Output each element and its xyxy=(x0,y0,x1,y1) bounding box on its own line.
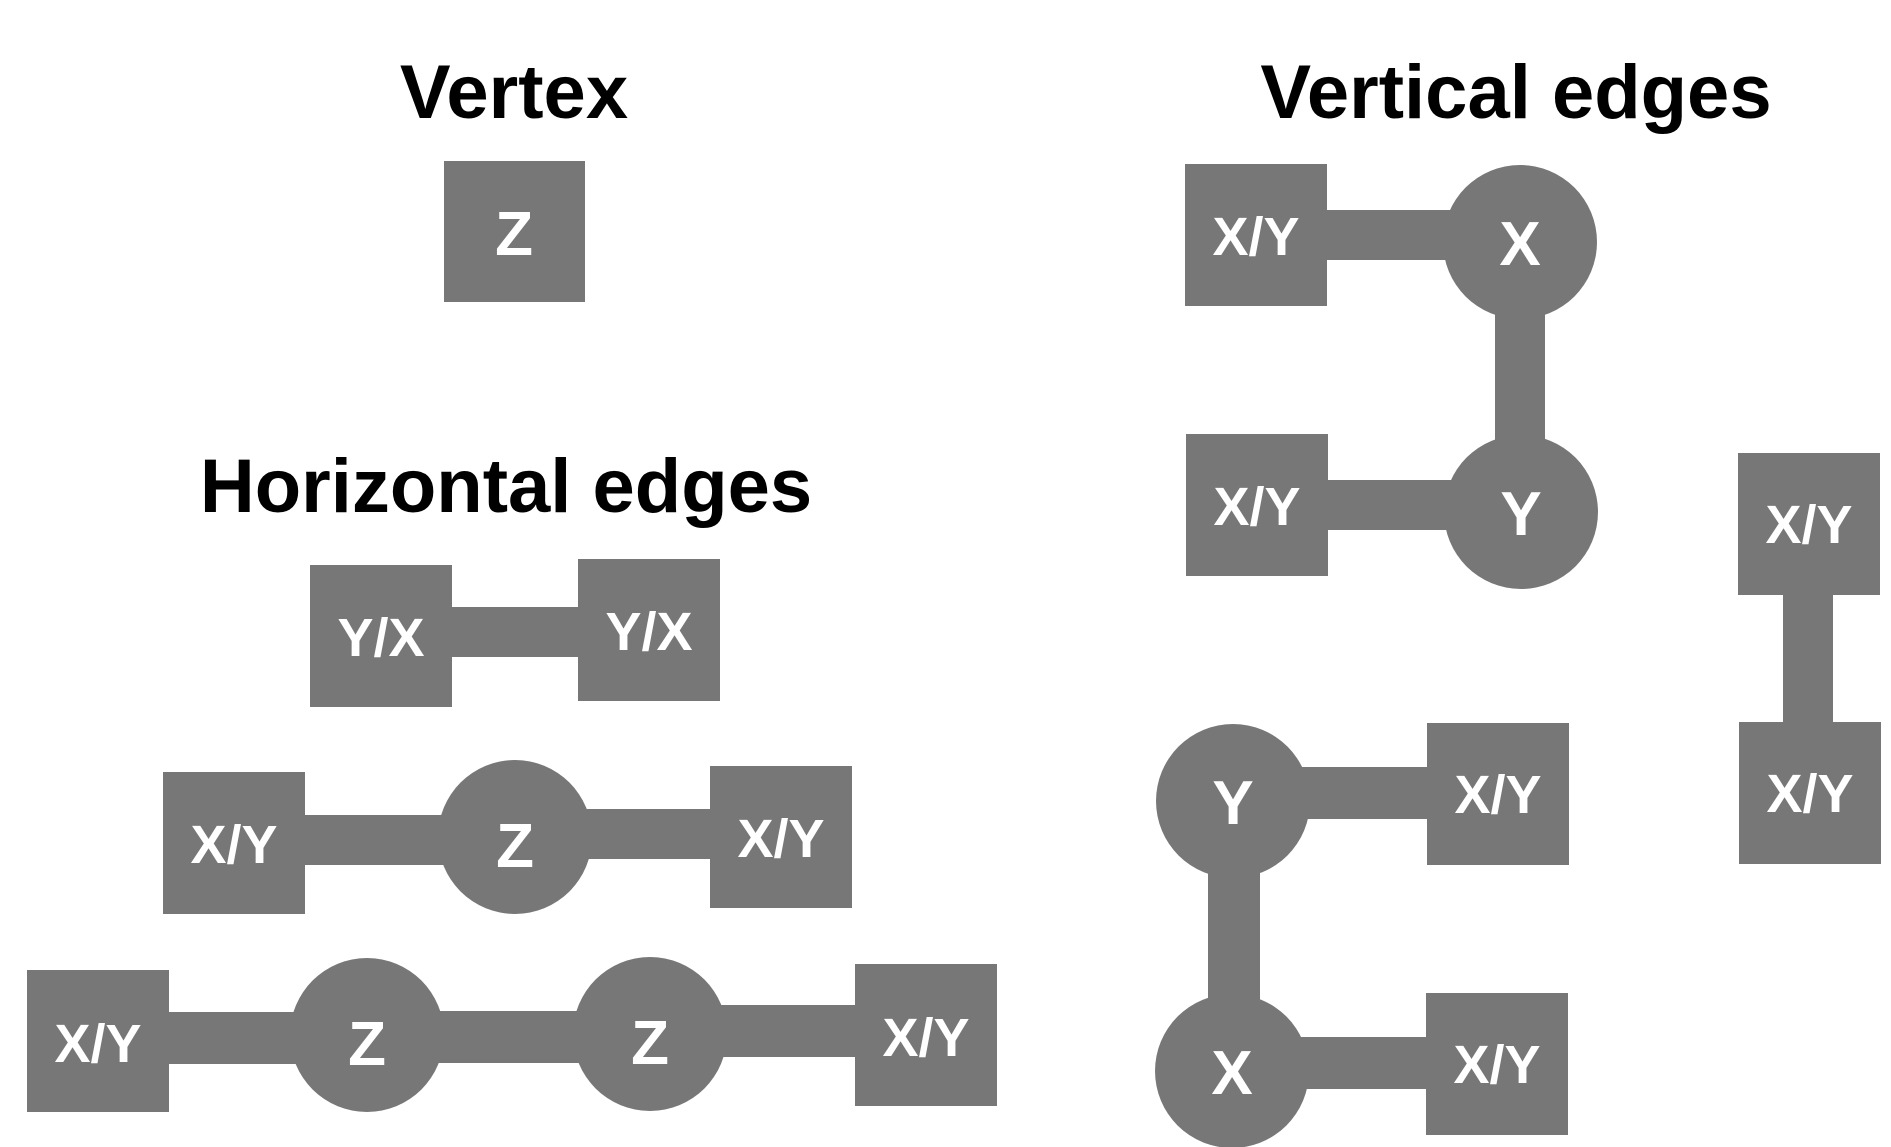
node-label: X/Y xyxy=(1212,207,1299,267)
edge-bar xyxy=(1783,580,1833,740)
edge-bar xyxy=(1290,1037,1450,1089)
square-node xyxy=(1426,993,1568,1135)
node-label: X xyxy=(1499,210,1540,279)
circle-node xyxy=(290,958,444,1112)
vertical-edge-group-top: X/Y X X/Y Y xyxy=(1185,164,1598,589)
edge-bar xyxy=(425,1011,595,1063)
square-node xyxy=(1738,453,1880,595)
circle-node xyxy=(438,760,592,914)
edge-bar xyxy=(1495,310,1545,460)
node-label: Y/X xyxy=(605,602,692,662)
square-node xyxy=(310,565,452,707)
edge-bar xyxy=(1290,767,1450,819)
node-label: Y xyxy=(1500,480,1541,549)
title-vertex: Vertex xyxy=(400,50,628,135)
square-node xyxy=(855,964,997,1106)
circle-node xyxy=(1156,724,1310,878)
node-label: X xyxy=(1211,1039,1252,1108)
node-label: Z xyxy=(631,1009,669,1078)
node-label: Y/X xyxy=(337,608,424,668)
horizontal-edge-row-1: Y/X Y/X xyxy=(310,559,720,707)
node-label: X/Y xyxy=(1454,765,1541,825)
circle-node xyxy=(1444,435,1598,589)
square-node xyxy=(27,970,169,1112)
node-label: Z xyxy=(496,812,534,881)
horizontal-edge-row-3: X/Y Z Z X/Y xyxy=(27,957,997,1112)
square-node xyxy=(1427,723,1569,865)
node-label: X/Y xyxy=(882,1008,969,1068)
node-label: X/Y xyxy=(1453,1035,1540,1095)
vertex-square-label: Z xyxy=(495,200,533,269)
horizontal-edge-row-2: X/Y Z X/Y xyxy=(163,760,852,914)
node-label: X/Y xyxy=(1213,477,1300,537)
edge-bar xyxy=(440,607,590,657)
node-label: X/Y xyxy=(737,809,824,869)
square-node xyxy=(578,559,720,701)
square-node xyxy=(710,766,852,908)
vertical-edge-group-right: X/Y X/Y xyxy=(1738,453,1881,864)
circle-node xyxy=(1443,165,1597,319)
circle-node xyxy=(1155,994,1309,1147)
node-label: X/Y xyxy=(54,1014,141,1074)
circle-node xyxy=(573,957,727,1111)
node-label: X/Y xyxy=(190,815,277,875)
node-label: Y xyxy=(1212,769,1253,838)
square-node xyxy=(163,772,305,914)
square-node xyxy=(1739,722,1881,864)
node-label: X/Y xyxy=(1765,495,1852,555)
edge-bar xyxy=(710,1005,880,1057)
square-node xyxy=(1185,164,1327,306)
vertex-example: Z xyxy=(444,161,585,302)
vertex-square-node xyxy=(444,161,585,302)
edge-bar xyxy=(1208,860,1260,1020)
node-label: Z xyxy=(348,1010,386,1079)
vertical-edge-group-bottom: Y X/Y X X/Y xyxy=(1155,723,1569,1147)
node-label: X/Y xyxy=(1766,764,1853,824)
title-vertical-edges: Vertical edges xyxy=(1260,50,1771,135)
title-horizontal-edges: Horizontal edges xyxy=(200,444,812,529)
square-node xyxy=(1186,434,1328,576)
